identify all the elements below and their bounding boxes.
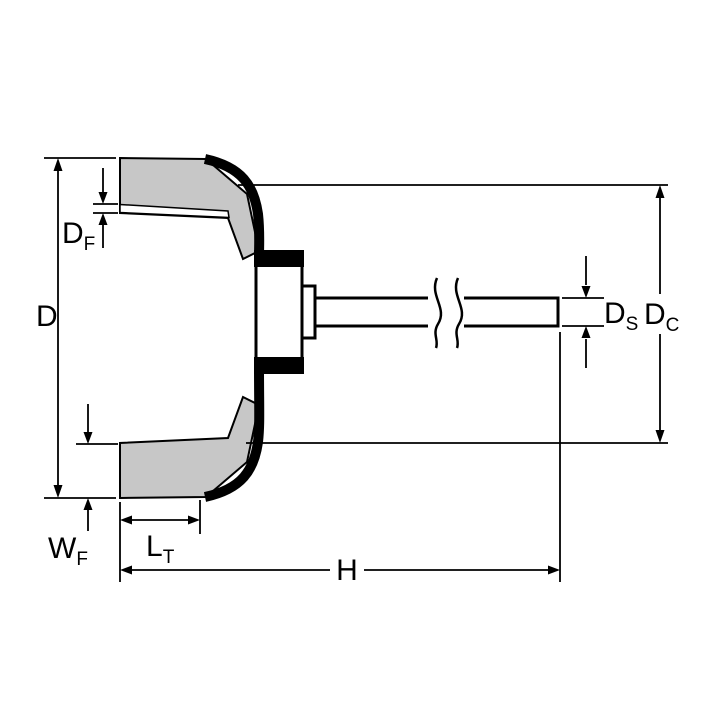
dimension-DC: DC xyxy=(238,184,679,444)
label-WF: WF xyxy=(48,532,88,570)
shank-collar xyxy=(300,284,317,340)
dimension-DF: DF xyxy=(62,168,118,255)
arrowhead-up xyxy=(83,498,93,510)
label-DS: DS xyxy=(604,297,638,335)
cup-body-top xyxy=(203,154,265,261)
cup-body-bottom xyxy=(203,363,265,502)
arrowhead-up xyxy=(655,185,665,198)
arrowhead-left xyxy=(120,565,132,575)
label-DF: DF xyxy=(62,217,95,255)
arrowhead-down xyxy=(581,286,591,298)
break-symbol xyxy=(428,277,464,349)
label-DC: DC xyxy=(644,298,679,336)
arrowhead-down xyxy=(53,485,63,498)
flange-strip xyxy=(119,203,230,219)
arrowhead-down xyxy=(655,430,665,443)
dimension-D: D xyxy=(36,157,116,499)
dimension-H: H xyxy=(120,332,561,587)
label-H: H xyxy=(336,554,358,587)
arrowhead-right xyxy=(188,515,200,525)
label-D: D xyxy=(36,300,58,333)
arrowhead-down xyxy=(83,432,93,444)
brush-drawing xyxy=(119,154,560,502)
arrowhead-up xyxy=(53,158,63,171)
arrowhead-left xyxy=(120,515,132,525)
arrowhead-up xyxy=(581,326,591,338)
dimension-DS: DS xyxy=(562,256,638,368)
dimension-LT: LT xyxy=(119,500,201,582)
dimension-WF: WF xyxy=(48,404,118,570)
hub-cap-top xyxy=(254,250,304,267)
label-LT: LT xyxy=(146,530,175,568)
hub-body xyxy=(254,254,304,370)
arrowhead-up xyxy=(98,213,108,225)
arrowhead-down xyxy=(98,192,108,204)
arrowhead-right xyxy=(548,565,560,575)
hub-cap-bottom xyxy=(254,357,304,374)
